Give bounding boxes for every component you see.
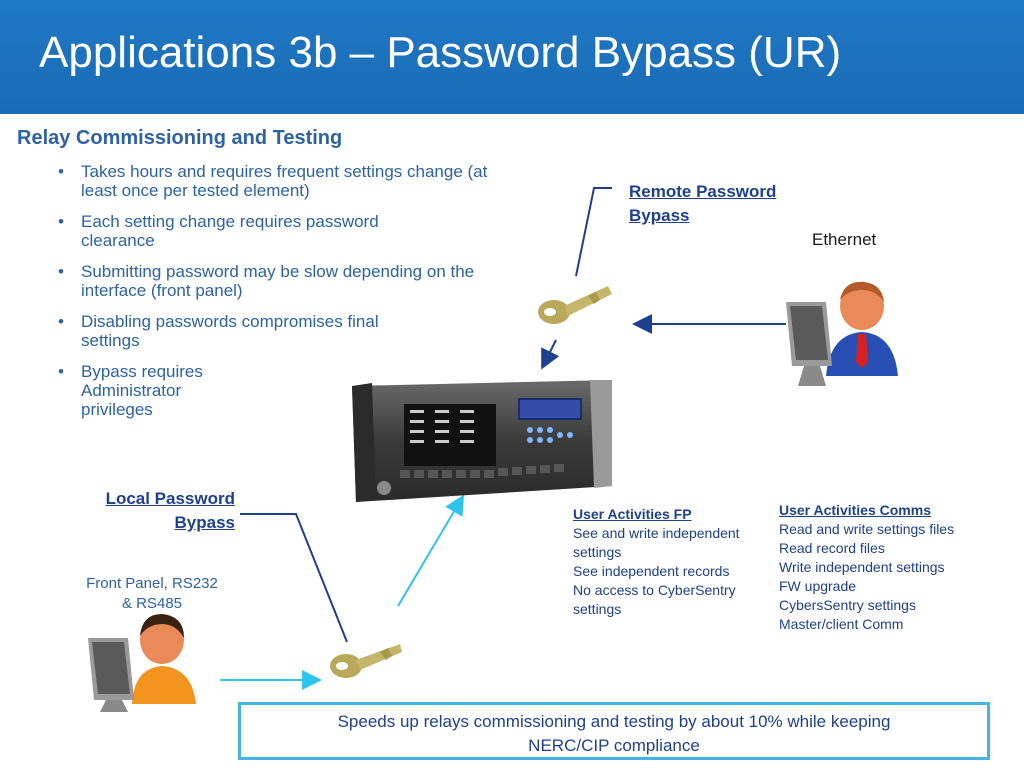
ethernet-label: Ethernet — [812, 230, 877, 249]
fp-activity-line: See independent records — [573, 563, 730, 579]
comms-activities-heading[interactable]: User Activities Comms — [779, 502, 931, 518]
local-bypass-connector — [240, 513, 348, 643]
fp-activities-heading[interactable]: User Activities FP — [573, 506, 692, 522]
comms-activities-block: User Activities Comms Read and write set… — [779, 501, 1009, 634]
local-key-to-device-arrow — [397, 494, 465, 607]
front-panel-line: Front Panel, RS232 — [86, 575, 218, 592]
summary-line: NERC/CIP compliance — [528, 736, 700, 755]
bullet-item: Submitting password may be slow dependin… — [58, 262, 498, 300]
fp-activity-line: See and write independent — [573, 525, 740, 541]
fp-activities-block: User Activities FP See and write indepen… — [573, 505, 773, 619]
bullet-item: Disabling passwords compromises final se… — [58, 312, 498, 350]
summary-line: Speeds up relays commissioning and testi… — [337, 712, 891, 731]
bullet-item: Takes hours and requires frequent settin… — [58, 162, 498, 200]
section-heading: Relay Commissioning and Testing — [17, 127, 343, 149]
bullet-item: Bypass requires Administrator privileges — [58, 362, 498, 419]
remote-bypass-connector — [575, 187, 612, 277]
remote-bypass-line: Remote Password — [629, 182, 777, 201]
title-banner: Applications 3b – Password Bypass (UR) — [0, 0, 1024, 114]
user-at-computer-icon — [88, 614, 196, 712]
bullet-list: Takes hours and requires frequent settin… — [58, 162, 498, 431]
slide-title: Applications 3b – Password Bypass (UR) — [39, 28, 842, 77]
remote-bypass-line: Bypass — [629, 206, 690, 225]
front-panel-label: Front Panel, RS232 & RS485 — [72, 574, 232, 614]
key-icon — [330, 644, 402, 678]
front-panel-line: & RS485 — [121, 595, 183, 612]
bullet-item: Each setting change requires password cl… — [58, 212, 498, 250]
fp-activity-line: settings — [573, 544, 622, 560]
remote-bypass-label[interactable]: Remote Password Bypass — [629, 180, 776, 228]
comms-activity-line: Master/client Comm — [779, 616, 904, 632]
key-icon — [538, 286, 612, 324]
comms-activity-line: Read record files — [779, 540, 885, 556]
comms-activity-line: CybersSentry settings — [779, 597, 916, 613]
fp-activity-line: settings — [573, 601, 622, 617]
summary-box: Speeds up relays commissioning and testi… — [238, 702, 990, 760]
local-bypass-label[interactable]: Local Password Bypass — [60, 487, 235, 535]
key-to-device-arrow — [541, 339, 560, 370]
fp-activity-line: No access to CyberSentry — [573, 582, 736, 598]
comms-activity-line: Read and write settings files — [779, 521, 955, 537]
comms-activity-line: Write independent settings — [779, 559, 945, 575]
user-at-computer-icon — [786, 281, 898, 386]
relay-device-image — [352, 380, 612, 502]
comms-activity-line: FW upgrade — [779, 578, 857, 594]
local-bypass-line: Bypass — [174, 513, 235, 532]
local-bypass-line: Local Password — [105, 489, 235, 508]
